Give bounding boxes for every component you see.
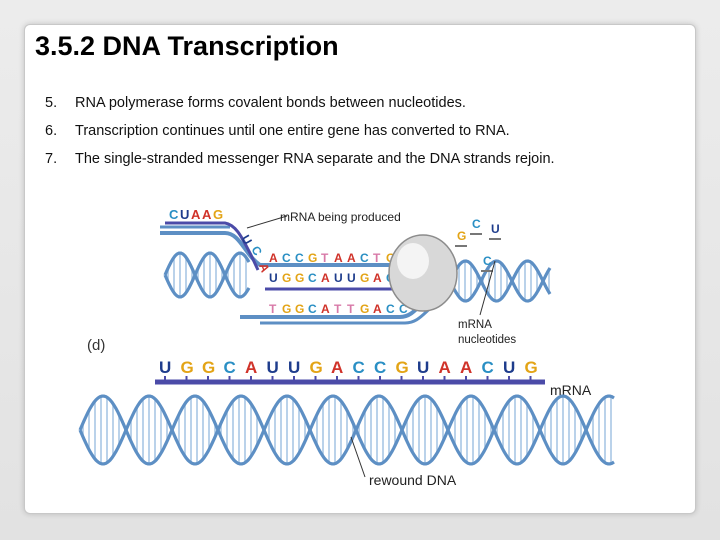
new-rna-base-letter: G: [360, 271, 369, 285]
mrna-nucleotide-letter: U: [159, 358, 171, 377]
coding-base-letter: T: [334, 302, 342, 316]
dna-template-strand-top: [160, 231, 395, 267]
mrna-nucleotide-letter: G: [310, 358, 323, 377]
mrna-nucleotide-ticks: [164, 376, 532, 380]
slide-title: 3.5.2 DNA Transcription: [35, 31, 339, 61]
new-rna-base-letter: U: [334, 271, 343, 285]
dna-backbone-strand: [448, 259, 552, 303]
dna-backbone-strand: [163, 251, 251, 299]
template-base-letter: T: [373, 251, 381, 265]
leader-line-mrna-nucleotides: [479, 260, 496, 316]
mrna-nucleotide-letter: A: [460, 358, 472, 377]
dna-helix-left: [163, 251, 251, 299]
coding-base-letter: C: [386, 302, 395, 316]
new-rna-base-letter: G: [295, 271, 304, 285]
mrna-nucleotide-letter: G: [181, 358, 194, 377]
coding-base-letter: G: [295, 302, 304, 316]
mrna-nucleotide-letter: C: [374, 358, 386, 377]
panel-label-d: (d): [87, 337, 105, 354]
mrna-nucleotide-letter: U: [288, 358, 300, 377]
mrna-nucleotide-letter: A: [245, 358, 257, 377]
mrna-nucleotide-letter: A: [191, 207, 201, 222]
mrna-nucleotide-letter: C: [353, 358, 365, 377]
label-mrna-nucleotides-line2: nucleotides: [458, 334, 516, 346]
slide-card: 3.5.2 DNA Transcription 5. RNA polymerase…: [24, 24, 696, 514]
leader-line-mrna-being-produced: [246, 215, 288, 229]
point-number: 7.: [45, 151, 58, 167]
point-5: 5. RNA polymerase forms covalent bonds be…: [45, 95, 466, 111]
coding-base-letter: T: [347, 302, 355, 316]
new-rna-base-letter: U: [347, 271, 356, 285]
label-mrna-nucleotides-line1: mRNA: [458, 319, 492, 331]
point-text: Transcription continues until one entire…: [75, 123, 510, 139]
mrna-nucleotide-letter: G: [396, 358, 409, 377]
template-base-letter: C: [295, 251, 304, 265]
dna-backbone-strand: [163, 251, 251, 299]
mrna-nucleotide-letter: A: [439, 358, 451, 377]
coding-base-letter: A: [373, 302, 382, 316]
mrna-nucleotide-letter: A: [202, 207, 212, 222]
coding-base-letter: G: [360, 302, 369, 316]
mrna-nucleotide-letter: U: [503, 358, 515, 377]
free-nucleotide-letter: C: [483, 254, 492, 268]
label-mrna: mRNA: [550, 382, 592, 398]
mrna-nucleotide-letter: U: [180, 207, 189, 222]
label-rewound-dna: rewound DNA: [369, 472, 457, 488]
dna-backbone-strand: [78, 394, 615, 466]
point-7: 7. The single-stranded messenger RNA sepa…: [45, 151, 555, 167]
dna-backbone-strand: [448, 259, 552, 303]
template-base-letter: A: [347, 251, 356, 265]
point-number: 5.: [45, 95, 58, 111]
leader-line-rewound-dna: [350, 436, 366, 478]
point-text: The single-stranded messenger RNA separa…: [75, 151, 555, 167]
nascent-mrna-backbone: [165, 221, 260, 271]
dna-helix-right: [448, 259, 552, 303]
mrna-nucleotide-letter: G: [525, 358, 538, 377]
template-base-letter: G: [386, 251, 395, 265]
coding-base-letter: T: [269, 302, 277, 316]
template-base-letter: C: [282, 251, 291, 265]
new-rna-base-letter: C: [308, 271, 317, 285]
mrna-nucleotide-letter: G: [202, 358, 215, 377]
coding-base-letter: C: [399, 302, 408, 316]
template-base-letter: C: [360, 251, 369, 265]
coding-base-letter: C: [308, 302, 317, 316]
coding-base-letter: G: [282, 302, 291, 316]
mrna-nucleotide-letter: U: [417, 358, 429, 377]
template-base-letter: T: [321, 251, 329, 265]
dna-backbone-strand: [78, 394, 615, 466]
rewound-dna-helix: [78, 394, 615, 466]
label-mrna-being-produced: mRNA being produced: [280, 210, 401, 224]
new-rna-base-letter: A: [321, 271, 330, 285]
mrna-nucleotide-letter: C: [482, 358, 494, 377]
free-nucleotide-letter: U: [491, 222, 500, 236]
free-nucleotide-letter: C: [472, 217, 481, 231]
new-rna-base-letter: G: [282, 271, 291, 285]
point-text: RNA polymerase forms covalent bonds betw…: [75, 95, 466, 111]
mrna-nucleotide-letter: C: [169, 207, 179, 222]
template-base-letter: G: [308, 251, 317, 265]
new-rna-base-letter: U: [269, 271, 278, 285]
new-rna-base-letter: A: [373, 271, 382, 285]
rna-polymerase-highlight: [397, 243, 429, 279]
point-number: 6.: [45, 123, 58, 139]
free-nucleotide-letter: G: [457, 229, 466, 243]
point-6: 6. Transcription continues until one enti…: [45, 123, 510, 139]
template-base-letter: A: [334, 251, 343, 265]
mrna-nucleotide-letter: U: [267, 358, 279, 377]
mrna-nucleotide-letter: A: [331, 358, 343, 377]
mrna-nucleotide-letter: G: [213, 207, 223, 222]
coding-base-letter: A: [321, 302, 330, 316]
template-base-letter: A: [269, 251, 278, 265]
mrna-nucleotide-letter: C: [224, 358, 236, 377]
